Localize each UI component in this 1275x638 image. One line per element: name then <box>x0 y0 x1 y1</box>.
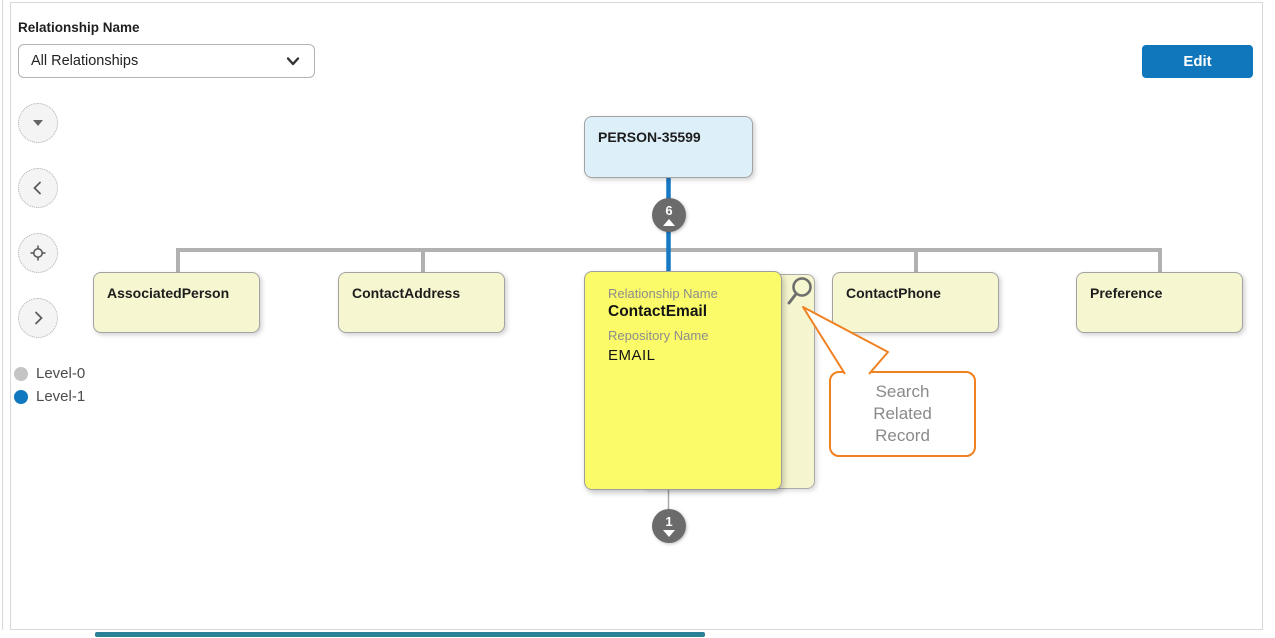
center-view-button[interactable] <box>18 233 58 273</box>
level-0-dot <box>14 366 28 381</box>
top-badge-count: 6 <box>665 203 673 218</box>
root-node-label: PERSON-35599 <box>598 129 701 145</box>
pan-down-icon <box>31 116 45 130</box>
node-label: AssociatedPerson <box>107 285 230 301</box>
level-1-label: Level-1 <box>36 388 86 405</box>
level-1-dot <box>14 389 28 404</box>
callout-line: Search <box>875 382 930 401</box>
repository-name-field-label: Repository Name <box>608 328 709 343</box>
legend-item-level-1: Level-1 <box>14 388 85 405</box>
horizontal-scrollbar-thumb[interactable] <box>95 632 705 637</box>
relationship-filter-value: All Relationships <box>31 53 139 69</box>
node-contactphone[interactable]: ContactPhone <box>832 272 999 333</box>
node-contactemail-expanded[interactable]: Relationship Name ContactEmail Repositor… <box>584 271 782 490</box>
node-label: ContactPhone <box>846 285 941 301</box>
legend-item-level-0: Level-0 <box>14 365 85 382</box>
node-associatedperson[interactable]: AssociatedPerson <box>93 272 260 333</box>
search-related-record-callout: Search Related Record <box>829 371 976 457</box>
relationship-name-label: Relationship Name <box>18 20 140 35</box>
search-related-record-button[interactable] <box>786 274 816 308</box>
pan-left-icon <box>30 180 46 196</box>
node-contactaddress[interactable]: ContactAddress <box>338 272 505 333</box>
collapse-up-icon <box>663 219 675 226</box>
edit-button[interactable]: Edit <box>1142 45 1253 78</box>
pan-down-button[interactable] <box>18 103 58 143</box>
relationship-name-field-value: ContactEmail <box>608 303 708 320</box>
callout-line: Record <box>875 426 930 445</box>
node-person-35599[interactable]: PERSON-35599 <box>584 116 753 178</box>
pan-right-button[interactable] <box>18 298 58 338</box>
node-preference[interactable]: Preference <box>1076 272 1243 333</box>
pan-left-button[interactable] <box>18 168 58 208</box>
relationship-name-field-label: Relationship Name <box>608 286 718 301</box>
bottom-badge-count: 1 <box>665 514 673 529</box>
relationship-filter-select[interactable]: All Relationships <box>18 44 315 78</box>
node-label: Preference <box>1090 285 1163 301</box>
relationship-count-badge-top[interactable]: 6 <box>652 198 686 232</box>
center-view-icon <box>29 244 47 262</box>
expand-down-icon <box>663 530 675 537</box>
chevron-down-icon <box>284 52 302 70</box>
search-icon <box>787 277 812 305</box>
callout-line: Related <box>873 404 932 423</box>
window-left-edge <box>2 0 3 630</box>
repository-name-field-value: EMAIL <box>608 347 656 364</box>
node-label: ContactAddress <box>352 285 461 301</box>
relationship-count-badge-bottom[interactable]: 1 <box>652 509 686 543</box>
pan-right-icon <box>30 310 46 326</box>
level-0-label: Level-0 <box>36 365 86 382</box>
